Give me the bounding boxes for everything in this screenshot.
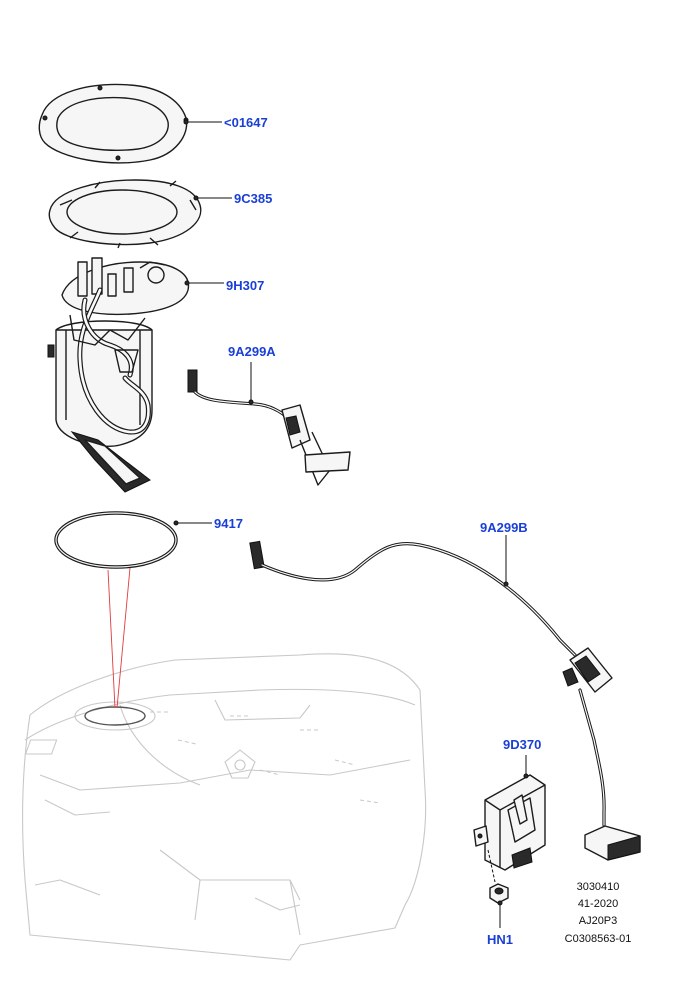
part-o-ring [54, 511, 178, 569]
callout-c2: 9C385 [193, 191, 272, 206]
ref-line-2: 41-2020 [578, 898, 618, 910]
callout-c8: HN1 [487, 900, 513, 947]
callout-label-c3: 9H307 [226, 278, 264, 293]
callout-label-c6: 9A299B [480, 520, 528, 535]
callout-c4: 9A299A [228, 344, 276, 405]
part-control-module [473, 774, 546, 883]
callout-label-c1: <01647 [224, 115, 268, 130]
part-level-sender-b [249, 540, 641, 861]
reference-block: 3030410 41-2020 AJ20P3 C0308563-01 [565, 881, 632, 945]
callout-c7: 9D370 [503, 737, 541, 779]
alignment-lines [107, 567, 131, 709]
callout-label-c8: HN1 [487, 932, 513, 947]
part-fuel-pump-module [47, 257, 190, 493]
part-level-sender-a [187, 369, 351, 486]
callout-c3: 9H307 [184, 278, 264, 293]
part-nut [489, 883, 509, 904]
callout-label-c5: 9417 [214, 516, 243, 531]
callout-c6: 9A299B [480, 520, 528, 587]
ref-line-1: 3030410 [577, 881, 620, 893]
part-cover-plate [38, 83, 189, 164]
ref-line-4: C0308563-01 [565, 933, 632, 945]
part-retainer-ring [48, 179, 202, 249]
callout-c5: 9417 [173, 516, 243, 531]
callout-label-c2: 9C385 [234, 191, 272, 206]
ref-line-3: AJ20P3 [579, 915, 618, 927]
callout-label-c7: 9D370 [503, 737, 541, 752]
callout-label-c4: 9A299A [228, 344, 276, 359]
fuel-tank-outline [22, 653, 427, 961]
callout-c1: <01647 [183, 115, 268, 130]
